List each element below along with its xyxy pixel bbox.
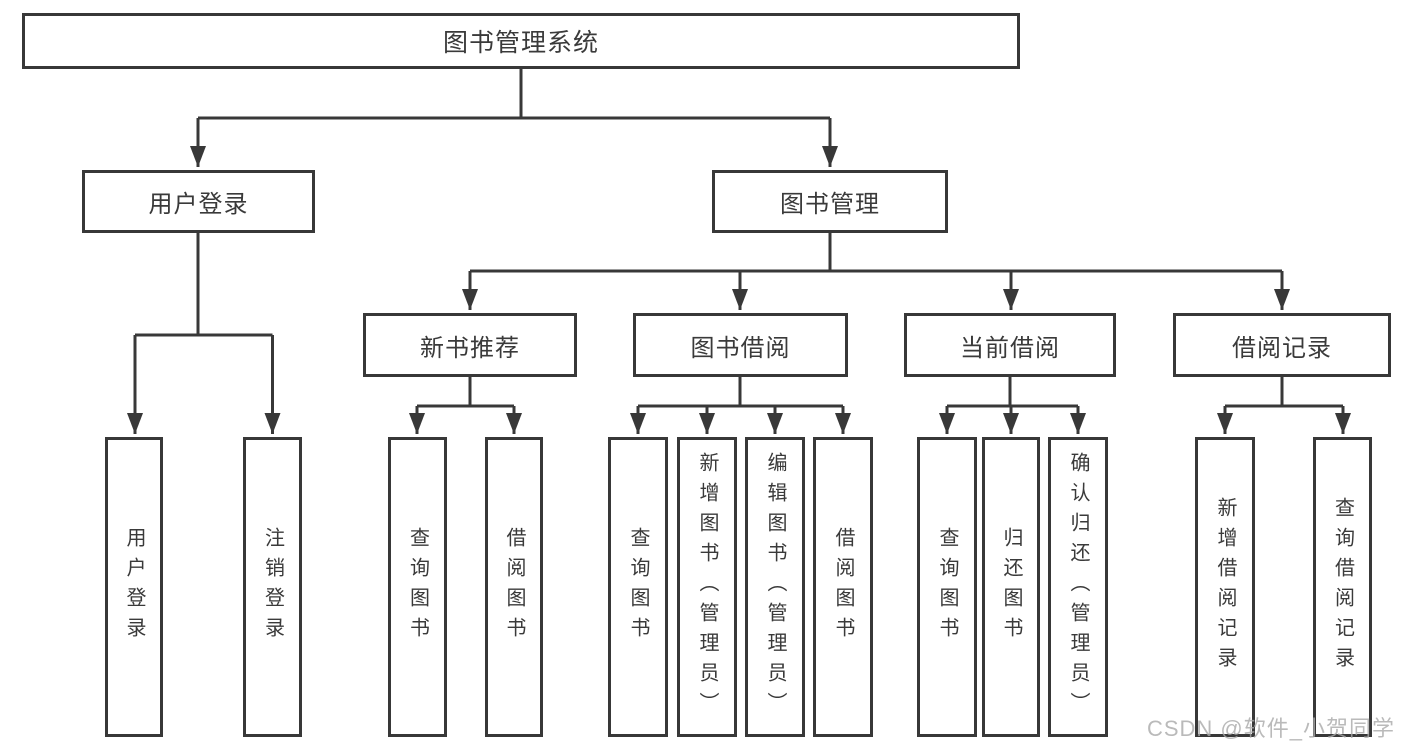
leaf-query-borrow-record: 查询借阅记录 xyxy=(1313,437,1372,737)
leaf-query-books-3: 查询图书 xyxy=(917,437,977,737)
leaf-add-books-admin: 新增图书（管理员） xyxy=(677,437,737,737)
leaf-borrow-books-2: 借阅图书 xyxy=(813,437,873,737)
node-book-management: 图书管理 xyxy=(712,170,948,233)
leaf-return-books: 归还图书 xyxy=(982,437,1040,737)
leaf-logout: 注销登录 xyxy=(243,437,302,737)
leaf-borrow-books-1: 借阅图书 xyxy=(485,437,543,737)
node-book-borrowing: 图书借阅 xyxy=(633,313,848,377)
leaf-user-login: 用户登录 xyxy=(105,437,163,737)
node-user-login: 用户登录 xyxy=(82,170,315,233)
leaf-query-books-2: 查询图书 xyxy=(608,437,668,737)
leaf-add-borrow-record: 新增借阅记录 xyxy=(1195,437,1255,737)
node-current-borrowing: 当前借阅 xyxy=(904,313,1116,377)
leaf-confirm-return-admin: 确认归还（管理员） xyxy=(1048,437,1108,737)
node-library-management-system: 图书管理系统 xyxy=(22,13,1020,69)
node-new-book-recommendation: 新书推荐 xyxy=(363,313,577,377)
csdn-watermark: CSDN @软件_小贺同学 xyxy=(1146,716,1395,741)
leaf-query-books-1: 查询图书 xyxy=(388,437,447,737)
node-borrowing-records: 借阅记录 xyxy=(1173,313,1391,377)
leaf-edit-books-admin: 编辑图书（管理员） xyxy=(745,437,805,737)
